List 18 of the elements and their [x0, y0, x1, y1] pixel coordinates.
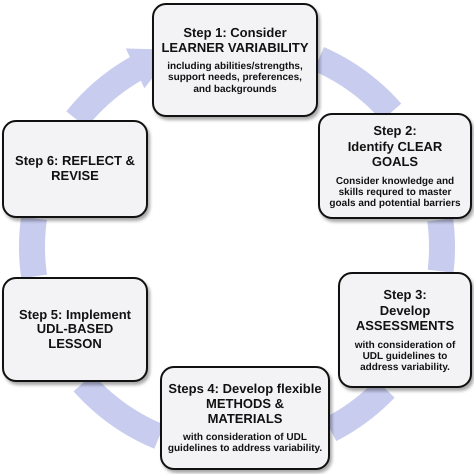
step-box — [152, 3, 318, 117]
step-title: Step 5: Implement UDL-BASED LESSON — [18, 308, 132, 352]
step-box — [2, 277, 148, 382]
step-description: including abilities/strengths, support needs, preferences, and backgrounds — [166, 61, 304, 95]
step-description: with consideration of UDL guidelines to address variability. — [167, 432, 323, 454]
step-title: Step 1: Consider LEARNER VARIABILITY — [160, 26, 310, 56]
step-box — [318, 113, 472, 219]
step-box — [338, 272, 472, 388]
step-title: Step 2: — [373, 124, 417, 138]
step-description: with consideration of UDL guidelines to address variability. — [354, 340, 456, 374]
step-title: Step 6: REFLECT & REVISE — [14, 154, 136, 184]
step-title: Develop ASSESSMENTS — [354, 304, 456, 334]
step-box — [2, 120, 148, 218]
step-title: Step 3: — [383, 288, 427, 302]
step-box — [160, 366, 330, 470]
step-title: Identify CLEAR GOALS — [346, 140, 444, 170]
step-description: Consider knowledge and skills requred to master goals and potential barriers — [328, 176, 462, 210]
step-title: Steps 4: Develop flexible METHODS & MATERIALS — [167, 382, 323, 426]
